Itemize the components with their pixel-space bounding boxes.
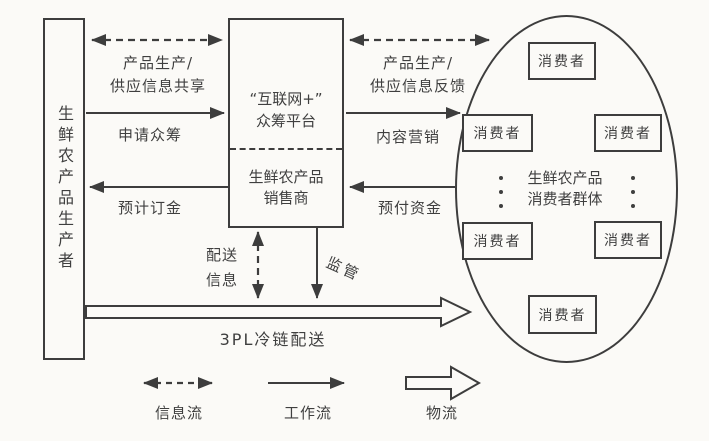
consumer-box: 消费者 — [594, 221, 662, 259]
consumer-box: 消费者 — [462, 114, 533, 152]
producer-box-label: 生鲜农产品生产者 — [55, 105, 74, 273]
platform-label-line1: “互联网+” — [249, 90, 323, 108]
cold-chain-arrow — [85, 296, 473, 328]
seller-section: 生鲜农产品 销售商 — [230, 150, 342, 226]
consumer-group-label: 生鲜农产品 消费者群体 — [485, 168, 645, 210]
ellipsis-dots — [499, 171, 503, 213]
legend-work-flow-label: 工作流 — [283, 404, 332, 422]
content-marketing-label: 内容营销 — [375, 128, 440, 146]
legend-logistics-arrow — [405, 365, 482, 401]
info-share-label-line2: 供应信息共享 — [109, 77, 206, 95]
consumer-box: 消费者 — [594, 114, 662, 152]
consumer-box: 消费者 — [462, 222, 533, 260]
cold-chain-label: 3PL冷链配送 — [219, 330, 327, 349]
prepaid-funds-label: 预付资金 — [377, 199, 442, 217]
legend-info-flow-label: 信息流 — [154, 404, 203, 422]
legend-logistics-label: 物流 — [425, 404, 458, 422]
info-share-label: 产品生产/ 供应信息共享 — [92, 52, 224, 98]
consumer-group-label-line1: 生鲜农产品 — [527, 169, 603, 187]
consumer-group-ellipse — [455, 15, 678, 363]
consumer-box: 消费者 — [528, 42, 596, 80]
seller-label-line2: 销售商 — [263, 189, 309, 207]
ellipsis-dots — [631, 171, 635, 213]
seller-label-line1: 生鲜农产品 — [248, 168, 324, 186]
producer-box: 生鲜农产品生产者 — [43, 18, 85, 360]
expected-deposit-label: 预计订金 — [117, 199, 182, 217]
apply-crowdfunding-label: 申请众筹 — [117, 126, 182, 144]
delivery-info-label: 配送 信息 — [196, 243, 248, 293]
consumer-box: 消费者 — [528, 295, 597, 334]
platform-label-line2: 众筹平台 — [255, 112, 316, 130]
delivery-info-label-line1: 配送 — [205, 246, 238, 264]
platform-box: “互联网+” 众筹平台 生鲜农产品 销售商 — [228, 18, 344, 228]
info-feedback-label: 产品生产/ 供应信息反馈 — [350, 52, 486, 98]
crowdfunding-platform-section: “互联网+” 众筹平台 — [230, 20, 342, 150]
info-feedback-label-line2: 供应信息反馈 — [369, 77, 466, 95]
delivery-info-label-line2: 信息 — [205, 271, 238, 289]
info-feedback-label-line1: 产品生产/ — [382, 54, 454, 72]
consumer-group-label-line2: 消费者群体 — [527, 190, 603, 208]
info-share-label-line1: 产品生产/ — [122, 54, 194, 72]
